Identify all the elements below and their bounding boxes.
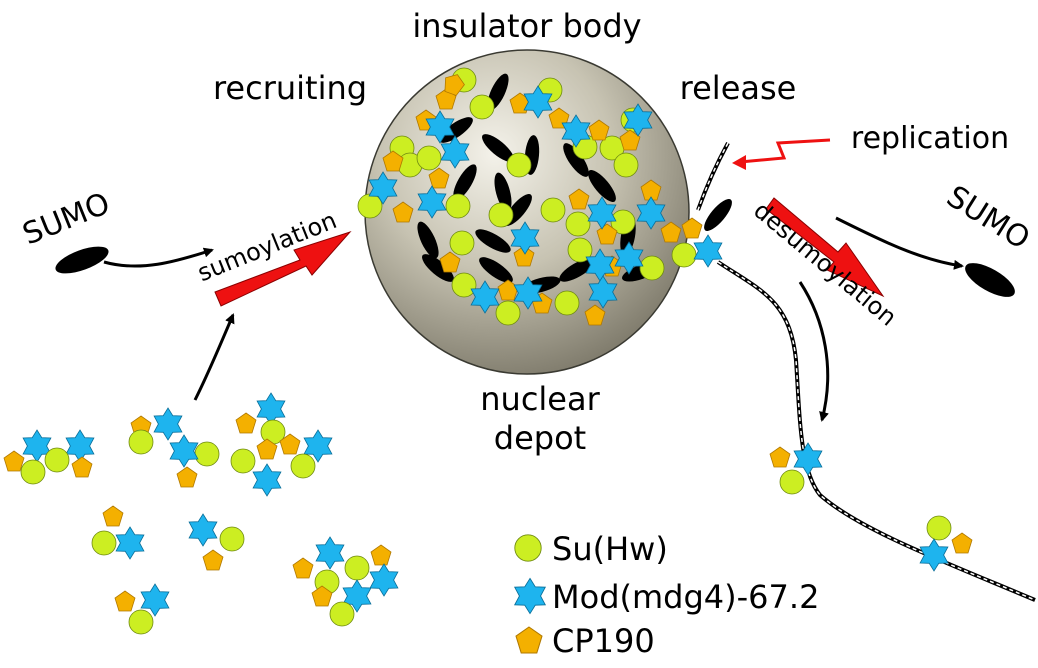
sumo-right-label: SUMO [940,179,1035,257]
legend-item-cp190: CP190 [515,622,655,660]
green-circle-icon [514,534,542,562]
release-down-arrow [798,281,830,422]
recruit-arrow [193,313,235,401]
release-label: release [680,69,797,107]
legend-label-cp190: CP190 [552,622,655,660]
legend-item-su-hw: Su(Hw) [514,530,668,568]
chromatin-complex-2 [919,515,973,572]
free-complexes [3,392,399,635]
desumoylation-label: desumoylation [748,196,902,331]
sumo-oval-left [55,246,109,274]
blue-star-icon [514,577,546,615]
sumo-oval-right [965,263,1015,297]
sumo-right: SUMO [940,179,1036,297]
sumo-left: SUMO [18,186,115,274]
nuclear-label: nuclear [480,380,600,418]
sumo-to-body-arrow [103,247,214,268]
recruiting-label: recruiting [213,69,367,107]
release-sumo-arrow [835,216,964,270]
replication-bolt [739,138,831,164]
sumoylation-arrow [214,230,352,307]
replication-label: replication [851,121,1009,156]
legend-label-su-hw: Su(Hw) [552,530,668,568]
arrows [103,138,964,422]
orange-pentagon-icon [515,626,543,654]
legend-item-mod-mdg4: Mod(mdg4)-67.2 [514,577,819,616]
desumoylation-arrow [765,197,885,298]
depot-label: depot [494,419,586,457]
legend: Su(Hw) Mod(mdg4)-67.2 CP190 [514,530,819,660]
insulator-body-label: insulator body [412,7,641,45]
replication-bolt-head [732,155,746,170]
legend-label-mod-mdg4: Mod(mdg4)-67.2 [552,578,819,616]
insulator-body [357,49,737,375]
sumo-left-label: SUMO [18,186,115,252]
